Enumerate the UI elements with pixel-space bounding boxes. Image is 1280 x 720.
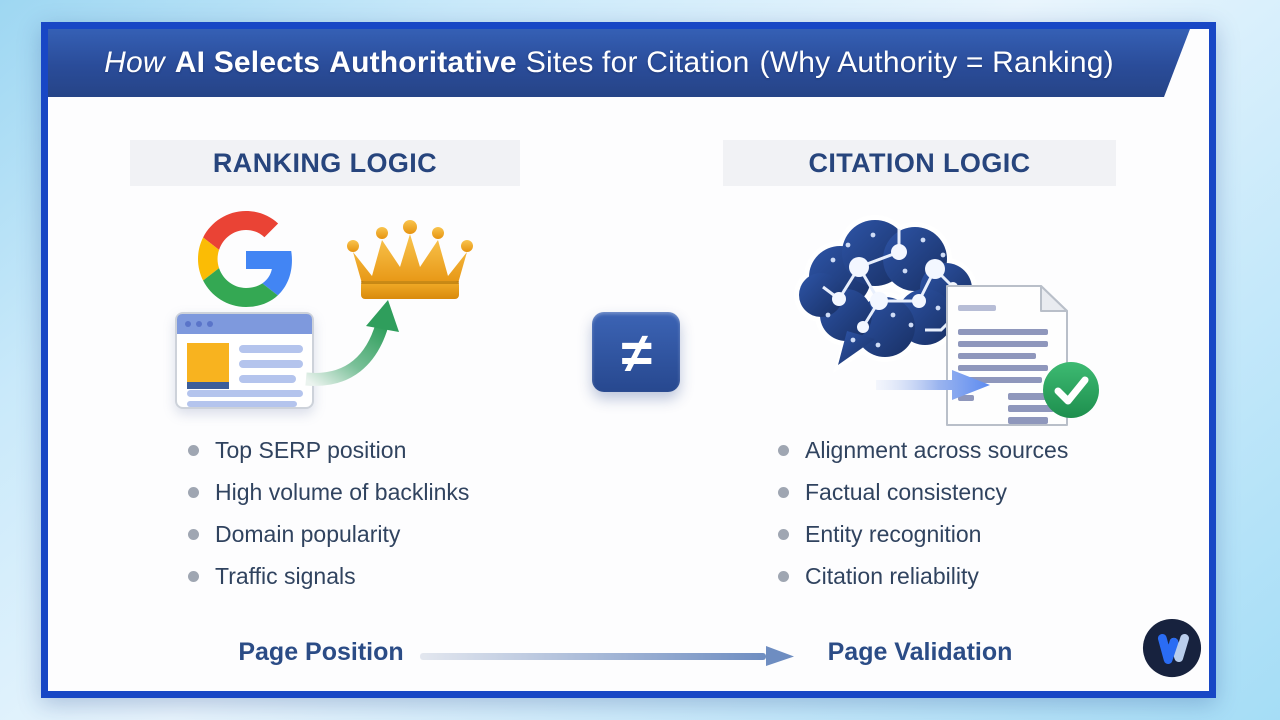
not-equal-symbol: ≠: [620, 320, 652, 384]
title-part-ai-selects: AI Selects: [174, 46, 321, 79]
column-header-citation: CITATION LOGIC: [723, 140, 1116, 186]
growth-arrow-icon: [305, 300, 399, 386]
bullet-label: Domain popularity: [215, 520, 401, 547]
bullet-label: High volume of backlinks: [215, 478, 470, 505]
document-icon: [946, 285, 1068, 426]
footer-citation-label: Page Validation: [827, 638, 1013, 666]
title-part-authoritative: Authoritative: [329, 46, 517, 79]
column-header-ranking: RANKING LOGIC: [130, 140, 520, 186]
list-item: Alignment across sources: [778, 429, 1068, 471]
list-item: Entity recognition: [778, 513, 1068, 555]
browser-titlebar: [177, 314, 312, 334]
result-thumbnail: [187, 343, 229, 389]
bullet-dot: [188, 570, 199, 582]
bullet-dot: [778, 444, 789, 456]
bullet-label: Top SERP position: [215, 436, 407, 463]
list-item: Traffic signals: [188, 555, 469, 597]
bullet-label: Entity recognition: [805, 520, 982, 547]
check-icon: [1043, 362, 1099, 418]
bullet-label: Alignment across sources: [805, 436, 1069, 463]
bullet-dot: [188, 486, 199, 498]
google-logo-icon: [198, 211, 292, 307]
title-part-rest: Sites for Citation: [525, 46, 750, 79]
list-item: High volume of backlinks: [188, 471, 469, 513]
bullet-dot: [778, 486, 789, 498]
title-part-how: How: [104, 46, 165, 79]
bullet-dot: [778, 570, 789, 582]
not-equal-icon: ≠: [592, 312, 680, 392]
crown-icon: [347, 220, 473, 299]
bullet-label: Citation reliability: [805, 562, 979, 589]
list-item: Top SERP position: [188, 429, 469, 471]
title-part-parenthetical: (Why Authority = Ranking): [759, 46, 1114, 79]
serp-window-icon: [175, 312, 314, 409]
window-dot-icon: [185, 321, 191, 327]
bullet-label: Traffic signals: [215, 562, 356, 589]
ranking-bullet-list: Top SERP position High volume of backlin…: [188, 429, 469, 597]
brand-logo-icon: [1142, 618, 1202, 678]
bullet-dot: [188, 528, 199, 540]
bullet-label: Factual consistency: [805, 478, 1007, 505]
bullet-dot: [778, 528, 789, 540]
bullet-dot: [188, 444, 199, 456]
footer-ranking-label: Page Position: [238, 638, 404, 666]
title-banner: How AI Selects Authoritative Sites for C…: [48, 29, 1190, 97]
window-dot-icon: [207, 321, 213, 327]
list-item: Citation reliability: [778, 555, 1068, 597]
infographic-card: How AI Selects Authoritative Sites for C…: [41, 22, 1216, 698]
footer-flow-arrow-icon: [420, 646, 794, 666]
list-item: Factual consistency: [778, 471, 1068, 513]
window-dot-icon: [196, 321, 202, 327]
browser-body: [177, 334, 312, 407]
citation-bullet-list: Alignment across sources Factual consist…: [778, 429, 1068, 597]
list-item: Domain popularity: [188, 513, 469, 555]
flow-arrow-icon: [876, 370, 990, 400]
